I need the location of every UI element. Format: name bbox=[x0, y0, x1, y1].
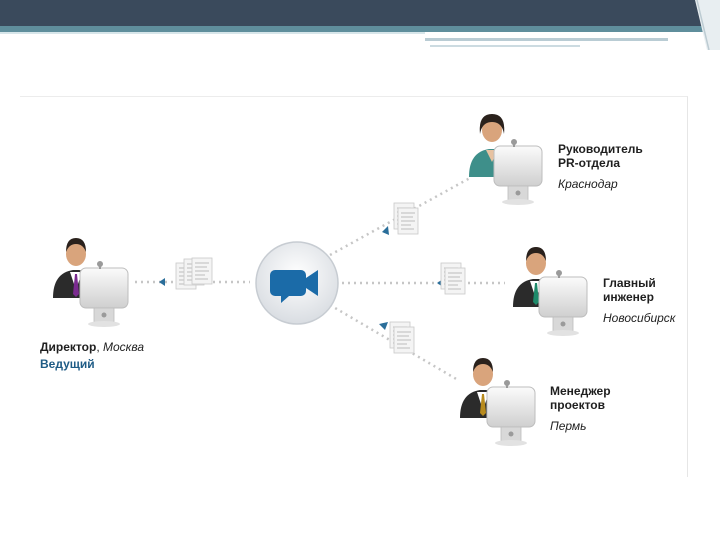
project-manager-city: Пермь bbox=[550, 419, 587, 433]
pr-head-city: Краснодар bbox=[558, 177, 618, 191]
video-conference-hub bbox=[255, 241, 339, 325]
director-tag: Ведущий bbox=[40, 357, 95, 371]
document-icon bbox=[175, 257, 213, 290]
director-city: Москва bbox=[103, 340, 145, 354]
director-computer bbox=[79, 260, 129, 328]
pr-head-role-line1: Руководитель bbox=[558, 142, 643, 156]
chief-engineer-computer bbox=[538, 269, 588, 337]
project-manager-computer bbox=[486, 379, 536, 447]
chief-engineer-role-line1: Главный bbox=[603, 276, 656, 290]
slide-header-accent bbox=[0, 26, 720, 32]
project-manager-role-line2: проектов bbox=[550, 398, 606, 412]
video-camera-icon bbox=[270, 270, 318, 303]
header-line bbox=[425, 38, 668, 41]
slide-header-bar bbox=[0, 0, 720, 26]
header-line bbox=[430, 45, 580, 47]
chief-engineer-city: Новосибирск bbox=[603, 311, 676, 325]
header-line bbox=[0, 32, 425, 34]
pr-head-computer bbox=[493, 138, 543, 206]
document-icon bbox=[440, 262, 466, 295]
director-role: Директор bbox=[40, 340, 97, 354]
director-label: Директор, Москва bbox=[40, 340, 144, 354]
document-icon bbox=[393, 202, 419, 235]
header-decoration bbox=[695, 0, 720, 50]
project-manager-role-line1: Менеджер bbox=[550, 384, 611, 398]
document-icon bbox=[389, 321, 415, 354]
diagram-frame bbox=[20, 96, 688, 477]
chief-engineer-role-line2: инженер bbox=[603, 290, 654, 304]
pr-head-role-line2: PR-отдела bbox=[558, 156, 621, 170]
director-separator: , bbox=[96, 340, 103, 354]
